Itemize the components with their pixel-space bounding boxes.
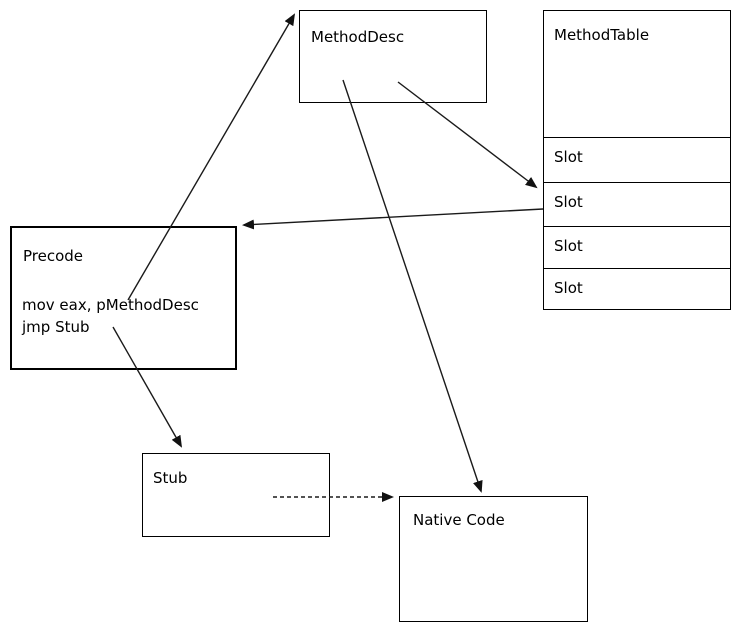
slot-label: Slot [554,237,583,255]
method-table-slot: Slot [544,182,730,226]
precode-box: Precode mov eax, pMethodDesc jmp Stub [10,226,237,370]
precode-code-line: jmp Stub [22,318,90,336]
slot-label: Slot [554,193,583,211]
precode-label: Precode [23,247,84,265]
native-code-label: Native Code [413,511,505,529]
arrow-methoddesc-to-nativecode [342,79,483,493]
arrow-slot-to-precode [242,208,544,230]
method-table-box: MethodTable Slot Slot Slot Slot [543,10,731,310]
stub-label: Stub [153,469,188,487]
method-table-slot: Slot [544,268,730,309]
method-table-label: MethodTable [554,26,650,44]
precode-code-line: mov eax, pMethodDesc [22,296,199,314]
precode-code: mov eax, pMethodDesc jmp Stub [22,294,199,338]
stub-box: Stub [142,453,330,537]
native-code-box: Native Code [399,496,588,622]
slot-label: Slot [554,279,583,297]
slot-label: Slot [554,148,583,166]
method-table-slot: Slot [544,137,730,182]
method-desc-label: MethodDesc [311,28,405,46]
method-desc-box: MethodDesc [299,10,487,103]
method-table-slot: Slot [544,226,730,268]
